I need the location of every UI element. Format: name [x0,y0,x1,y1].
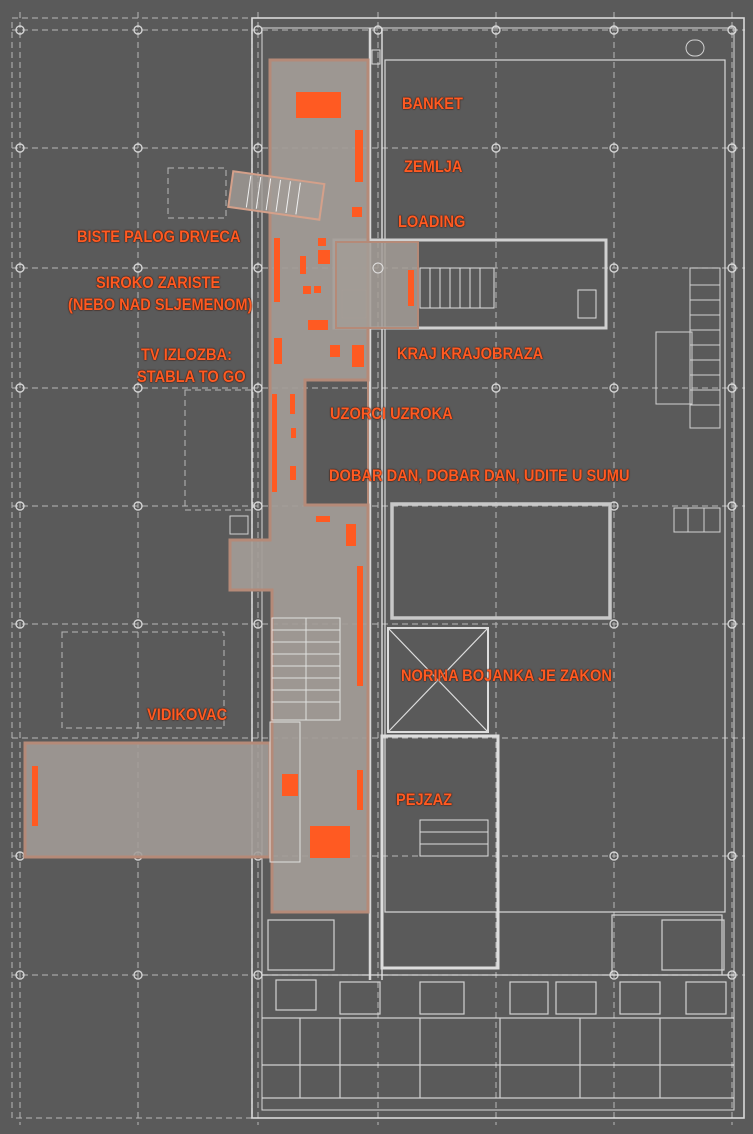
spine-stair [269,262,384,863]
label-vidikovac: VIDIKOVAC [147,705,228,724]
right-stair [229,39,721,535]
label-zemlja: ZEMLJA [404,157,463,176]
gallery-rooms [332,238,612,970]
label-dobar-dan: DOBAR DAN, DOBAR DAN, UDITE U SUMU [329,466,630,485]
label-pejzaz: PEJZAZ [396,790,453,809]
label-norina-bojanka: NORINA BOJANKA JE ZAKON [401,666,612,685]
tilted-stair [227,170,326,221]
structural-grid [11,12,745,1125]
loading-annex [335,241,419,329]
label-banket: BANKET [402,94,463,113]
label-uzorci-uzroka: UZORCI UZROKA [330,404,453,423]
building-walls [251,17,745,1119]
label-tv-izlozba: TV IZLOZBA: [141,345,232,364]
label-stabla-to-go: STABLA TO GO [137,367,246,386]
exhibit-markers [32,92,414,858]
service-band [262,914,734,1099]
label-nebo-nad-sljemenom: (NEBO NAD SLJEMENOM) [68,295,253,314]
vidikovac-zone [23,741,272,859]
label-biste-palog-drveca: BISTE PALOG DRVECA [77,227,241,246]
label-loading: LOADING [398,212,466,231]
label-kraj-krajobraza: KRAJ KRAJOBRAZA [397,344,544,363]
grid-nodes [15,25,737,980]
label-siroko-zariste: SIROKO ZARISTE [96,273,221,292]
